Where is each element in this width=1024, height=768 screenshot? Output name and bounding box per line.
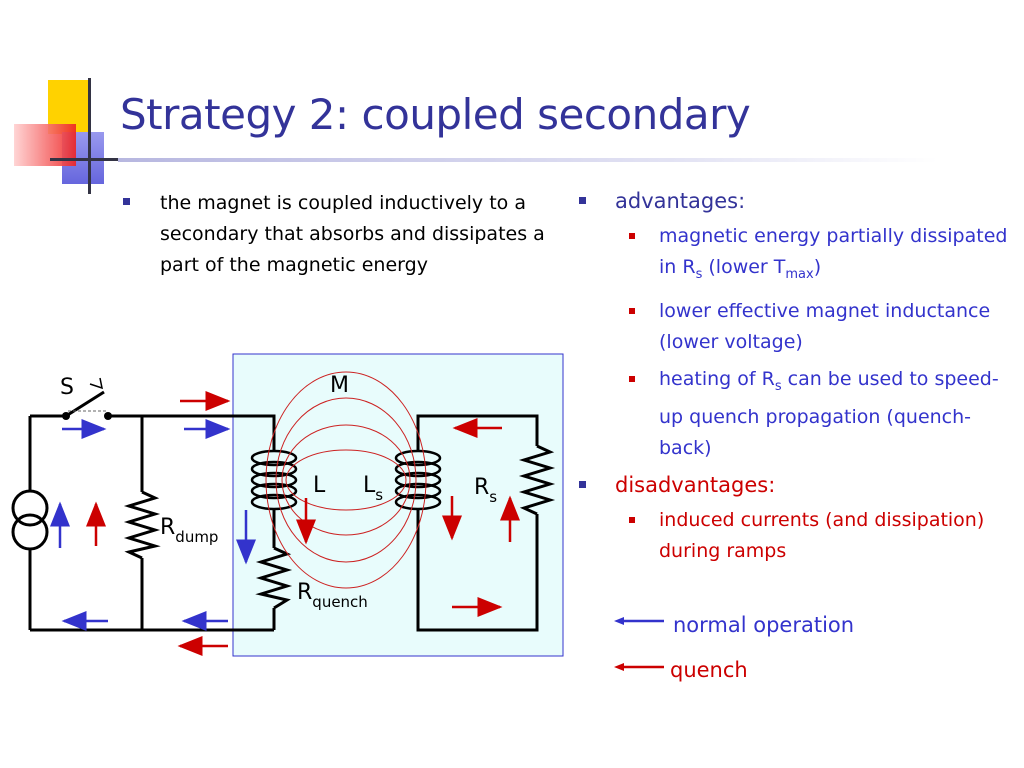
legend-quench-label: quench bbox=[670, 658, 748, 682]
l-label: L bbox=[313, 473, 326, 498]
legend-arrows bbox=[614, 617, 664, 671]
rquench-resistor bbox=[255, 546, 293, 610]
switch-label: S bbox=[60, 375, 74, 400]
slide-title: Strategy 2: coupled secondary bbox=[120, 90, 751, 139]
disadvantages-heading: disadvantages: bbox=[579, 470, 1019, 501]
advantage-item: lower effective magnet inductance (lower… bbox=[579, 296, 1019, 358]
bullet-marker bbox=[629, 516, 635, 523]
bullet-marker bbox=[629, 375, 635, 382]
bullet-marker bbox=[579, 480, 586, 488]
switch bbox=[62, 377, 112, 420]
bullet-marker bbox=[629, 233, 635, 239]
legend-quench-arrow bbox=[614, 663, 664, 671]
magnet-coil-l bbox=[250, 449, 298, 511]
secondary-coil-ls bbox=[394, 449, 442, 511]
rdump-label: Rdump bbox=[160, 515, 218, 546]
corner-decoration bbox=[14, 78, 120, 194]
rs-label: Rs bbox=[474, 475, 497, 506]
advantage-item: magnetic energy partially dissipated in … bbox=[579, 221, 1019, 290]
rdump-resistor bbox=[123, 490, 161, 560]
advantages-heading: advantages: bbox=[579, 186, 1019, 217]
bullet-marker bbox=[123, 198, 130, 205]
quench-current-arrows bbox=[86, 391, 520, 656]
bullet-marker bbox=[579, 197, 586, 204]
bullet-marker bbox=[629, 307, 635, 314]
current-source-icon bbox=[11, 489, 49, 551]
mutual-inductance-label: M bbox=[330, 373, 349, 398]
advantage-item: heating of Rs can be used to speed-up qu… bbox=[579, 364, 1019, 464]
circuit-diagram: S Rdump Rquench L Ls Rs M bbox=[11, 353, 564, 657]
rquench-label: Rquench bbox=[297, 580, 368, 611]
ls-label: Ls bbox=[363, 473, 383, 504]
coupling-field-lines bbox=[265, 371, 427, 589]
legend-normal-arrow bbox=[614, 617, 664, 625]
primary-circuit-wires bbox=[28, 414, 276, 632]
title-underline bbox=[118, 158, 938, 162]
normal-current-arrows bbox=[50, 419, 256, 631]
intro-bullet-text: the magnet is coupled inductively to a s… bbox=[160, 192, 545, 276]
rs-resistor bbox=[518, 444, 556, 516]
pros-cons-list: advantages: magnetic energy partially di… bbox=[579, 186, 1019, 573]
disadvantage-item: induced currents (and dissipation) durin… bbox=[579, 505, 1019, 567]
legend-normal-label: normal operation bbox=[673, 613, 855, 637]
